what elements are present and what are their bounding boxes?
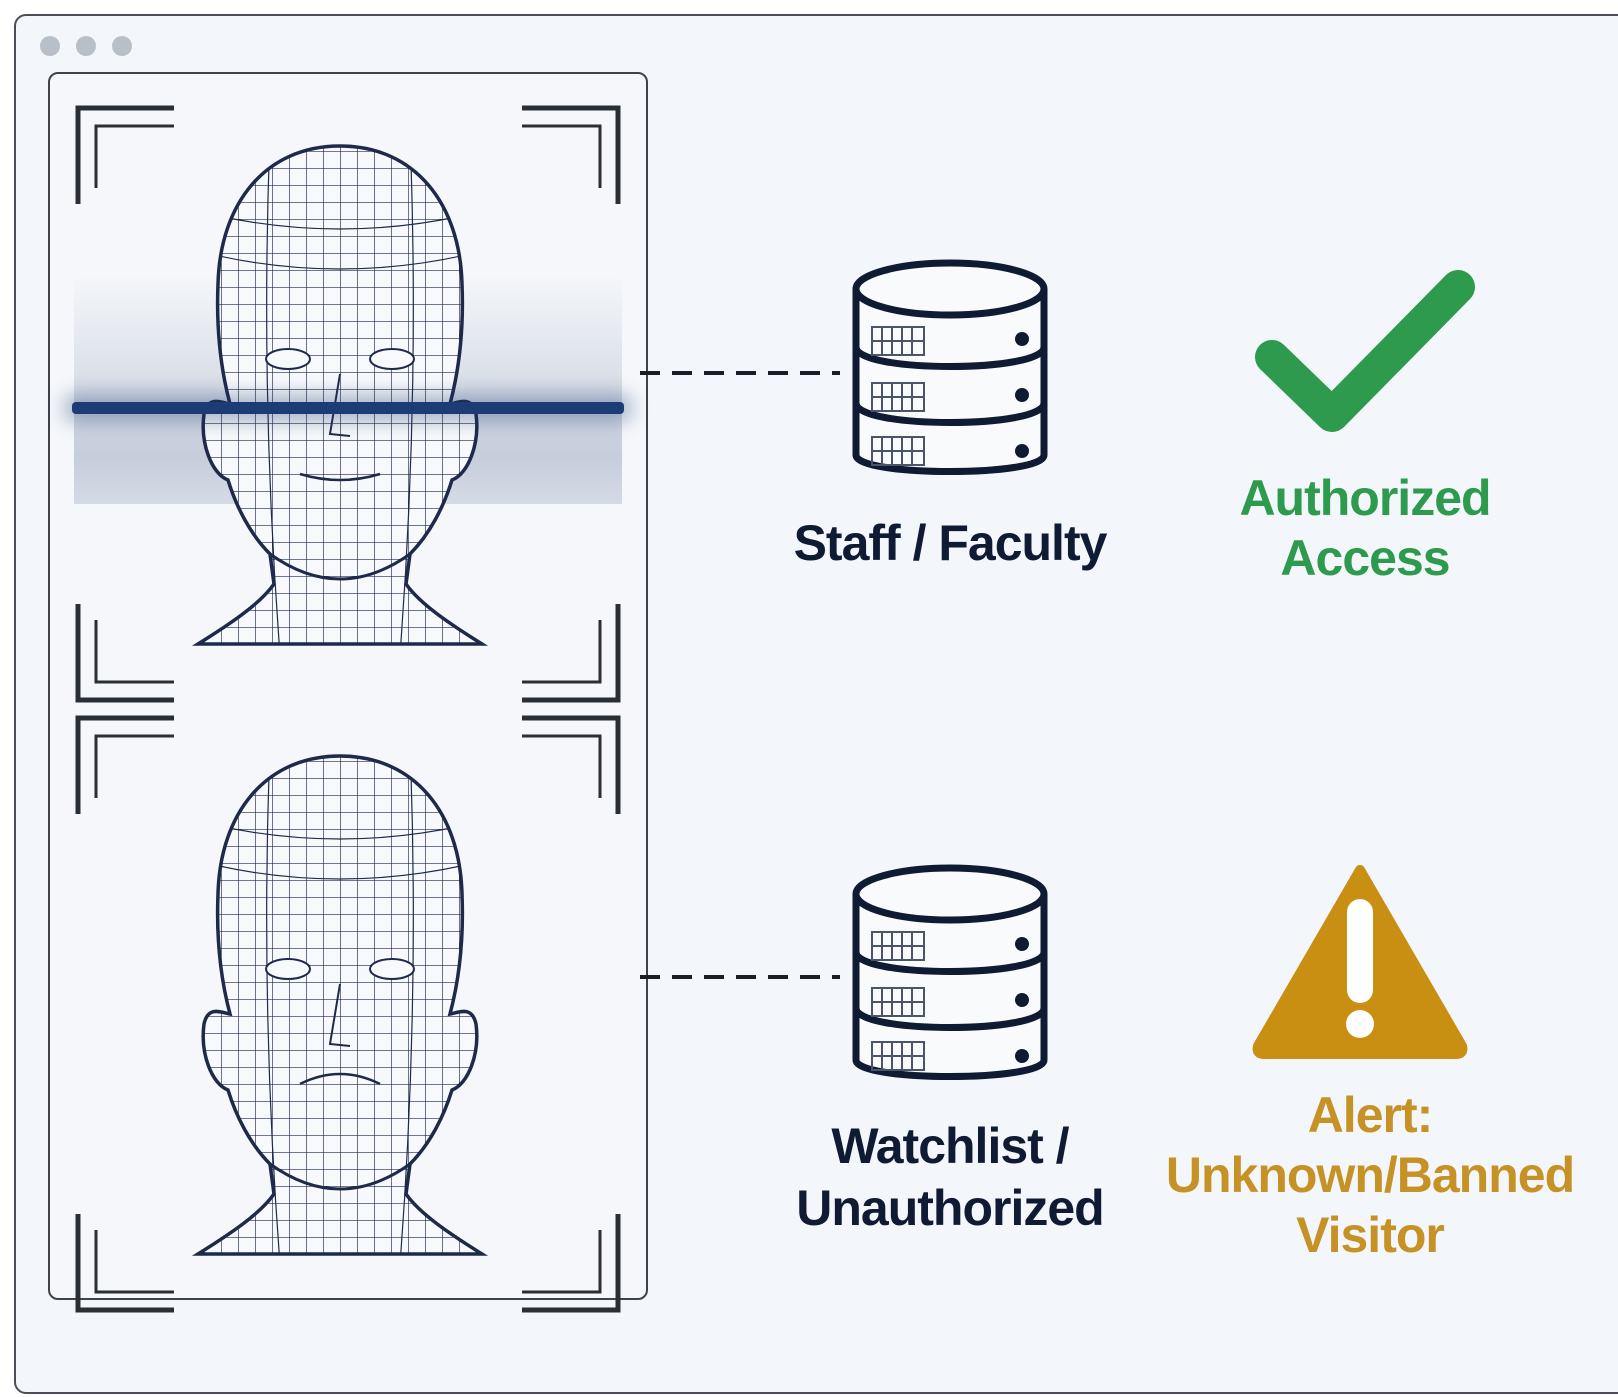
face-scan-frame-top [50,104,646,704]
frame-corner-icon [522,604,621,703]
frame-corner-icon [75,1214,174,1313]
frame-corner-icon [75,105,174,204]
database-label-text: Staff / Faculty [793,515,1108,571]
checkmark-icon [1255,270,1475,432]
database-icon [852,259,1048,475]
status-label-line: Unknown/Banned [1165,1147,1575,1203]
frame-corner-icon [75,604,174,703]
window-controls [40,36,132,56]
status-label-line: Authorized [1239,470,1491,526]
database-label-line: Watchlist / [831,1118,1069,1174]
status-label-alert: Alert: Unknown/Banned Visitor [1135,1085,1605,1265]
window-dot-maximize[interactable] [112,36,132,56]
window-dot-minimize[interactable] [76,36,96,56]
dashed-connector [640,975,840,979]
database-label-watchlist: Watchlist / Unauthorized [760,1115,1140,1239]
frame-corner-icon [522,1214,621,1313]
status-label-line: Visitor [1296,1207,1445,1263]
database-icon [852,864,1048,1080]
window-dot-close[interactable] [40,36,60,56]
warning-icon [1252,865,1468,1059]
frame-corner-icon [522,105,621,204]
status-label-authorized: Authorized Access [1190,468,1540,588]
wireframe-head-icon [191,144,489,646]
status-label-line: Alert: [1307,1087,1434,1143]
database-label-line: Unauthorized [796,1180,1104,1236]
scan-line [72,402,624,414]
database-label-staff: Staff / Faculty [760,512,1140,574]
wireframe-head-icon [191,754,489,1256]
frame-corner-icon [522,715,621,814]
frame-corner-icon [75,715,174,814]
dashed-connector [640,371,840,375]
status-label-line: Access [1280,530,1450,586]
face-scan-frame-bottom [50,714,646,1314]
face-scan-panel [48,72,648,1313]
